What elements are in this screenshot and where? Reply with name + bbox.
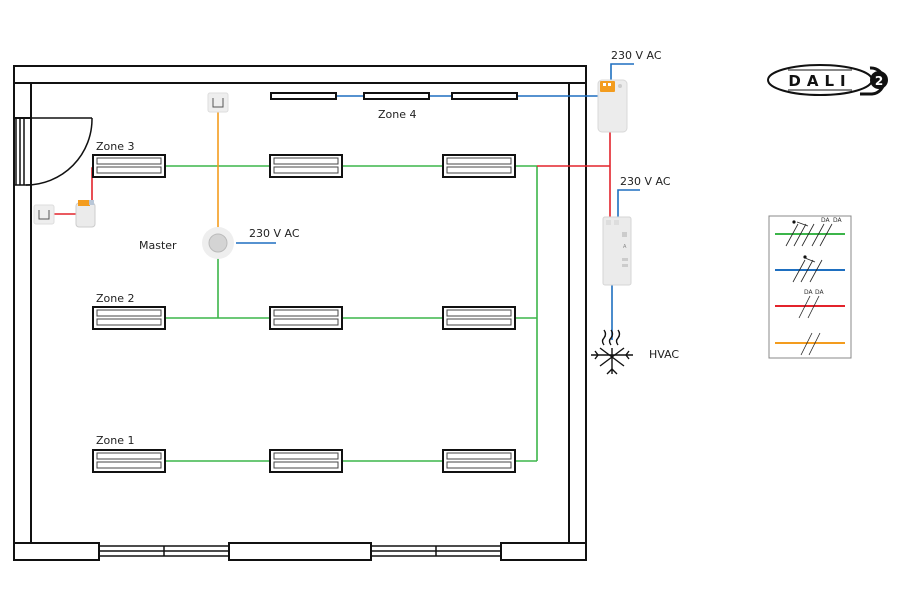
relay-module-icon[interactable]: A: [602, 216, 632, 286]
lamp-tube: [446, 452, 512, 460]
linear-luminaire[interactable]: [363, 92, 430, 100]
lamp-tube: [273, 157, 339, 165]
linear-luminaire[interactable]: [270, 92, 337, 100]
legend-marking: DA: [804, 289, 814, 296]
windows: [99, 545, 501, 557]
zone-3-label: Zone 3: [96, 140, 135, 153]
luminaire-zone-3[interactable]: [442, 154, 516, 178]
luminaire-zone-3[interactable]: [92, 154, 166, 178]
dali-power-supply-icon[interactable]: [597, 79, 628, 133]
lamp-tube: [96, 166, 162, 174]
lamp-tube: [273, 318, 339, 326]
dali-bus-blue: [236, 63, 640, 340]
push-button-coupler-icon[interactable]: [75, 200, 96, 228]
luminaire-zone-2[interactable]: [269, 306, 343, 330]
lamp-tube: [96, 309, 162, 317]
lamp-tube: [273, 309, 339, 317]
lamp-tube: [273, 452, 339, 460]
relay-voltage-label: 230 V AC: [620, 175, 671, 188]
luminaires: [92, 154, 516, 473]
dali-logo-text: DALI: [788, 72, 851, 90]
luminaire-zone-2[interactable]: [92, 306, 166, 330]
lamp-tube: [96, 157, 162, 165]
wiring-legend: DA DA DA DA: [768, 215, 852, 359]
lamp-tube: [446, 461, 512, 469]
lamp-tube: [446, 309, 512, 317]
door: [14, 117, 93, 186]
hvac-icon[interactable]: [591, 329, 633, 375]
lamp-tube: [446, 318, 512, 326]
lamp-tube: [273, 461, 339, 469]
lamp-tube: [446, 166, 512, 174]
linear-luminaire[interactable]: [451, 92, 518, 100]
wall-switch-icon[interactable]: [207, 92, 229, 113]
lamp-tube: [446, 157, 512, 165]
svg-text:A: A: [623, 244, 627, 250]
master-power-label: 230 V AC: [249, 227, 300, 240]
zone-1-label: Zone 1: [96, 434, 135, 447]
building-walls: [13, 65, 587, 561]
master-sensor-icon[interactable]: [202, 227, 234, 259]
hvac-label: HVAC: [649, 348, 679, 361]
legend-marking: DA: [815, 289, 825, 296]
lamp-tube: [273, 166, 339, 174]
power-supply-voltage-label: 230 V AC: [611, 49, 662, 62]
legend-marking: DA: [833, 217, 843, 224]
wall-switch-icon[interactable]: [33, 204, 55, 225]
lamp-tube: [96, 452, 162, 460]
luminaire-zone-3[interactable]: [269, 154, 343, 178]
luminaire-zone-1[interactable]: [92, 449, 166, 473]
zone-4-label: Zone 4: [378, 108, 417, 121]
luminaire-zone-1[interactable]: [442, 449, 516, 473]
legend-marking: DA: [821, 217, 831, 224]
lamp-tube: [96, 461, 162, 469]
lamp-tube: [96, 318, 162, 326]
dali-logo-version: 2: [875, 74, 883, 88]
luminaire-zone-1[interactable]: [269, 449, 343, 473]
zone-4-luminaires: [270, 92, 518, 100]
dali-2-logo: 2 DALI: [767, 64, 888, 96]
zone-2-label: Zone 2: [96, 292, 135, 305]
master-label: Master: [139, 239, 177, 252]
luminaire-zone-2[interactable]: [442, 306, 516, 330]
